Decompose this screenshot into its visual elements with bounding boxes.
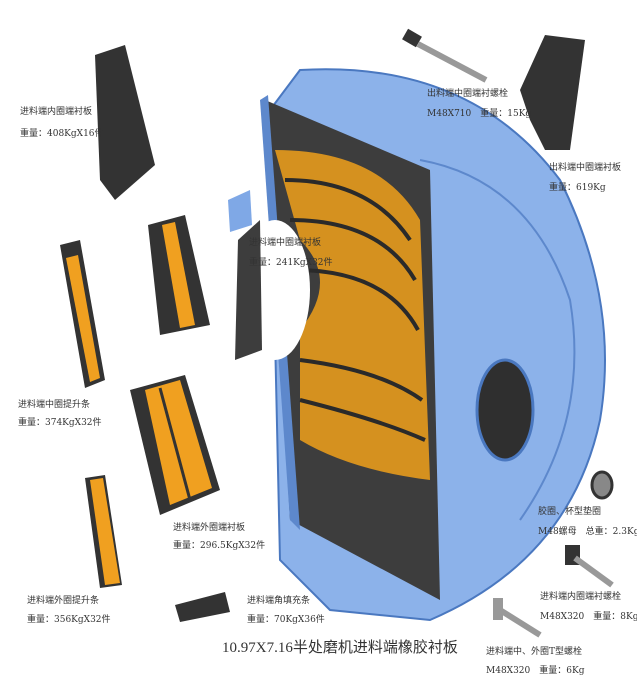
part-spec: M48X710 重量：15Kg [427,109,532,119]
feed-mid-lifter-part [60,240,105,388]
label-feed-inner-bolt: 进料端内圈端衬螺栓 M48X320 重量：8Kg [540,591,637,623]
label-feed-t-bolt: 进料端中、外圈T型螺栓 M48X320 重量：6Kg [486,646,584,677]
part-name: 进料端中圈提升条 [18,400,91,410]
rubber-washer-part [590,470,614,500]
label-feed-outer-plate: 进料端外圈端衬板重量：296.5KgX32件 [173,522,265,552]
label-discharge-mid-plate: 出料端中圈端衬板重量：619Kg [549,162,621,194]
part-name: 出料端中圈端衬螺栓 [427,89,509,99]
label-feed-outer-lifter: 进料端外圈提升条重量：356KgX32件 [27,595,111,626]
part-name: 胶圈、杯型垫圈 [538,507,602,517]
part-name: 进料端内圈端衬板 [20,107,93,117]
part-spec: 重量：296.5KgX32件 [173,541,266,551]
diagram-title: 10.97X7.16半处磨机进料端橡胶衬板 [222,640,458,656]
part-spec: 重量：619Kg [549,183,606,193]
part-spec: M48X320 重量：8Kg [540,612,637,622]
feed-end-liner-assembly [228,95,440,600]
part-name: 进料端外圈端衬板 [173,523,246,533]
feed-inner-plate-part [95,45,155,200]
label-feed-inner-plate: 进料端内圈端衬板重量：408KgX16件 [20,106,104,140]
part-name: 进料端中圈端衬板 [249,238,322,248]
discharge-mid-plate-part [520,35,585,150]
part-spec: 重量：374KgX32件 [18,418,102,428]
part-spec: 重量：70KgX36件 [247,615,325,625]
part-name: 进料端角填充条 [247,596,311,606]
part-spec: 重量：241KgX32件 [249,258,333,268]
part-spec: 重量：356KgX32件 [27,615,111,625]
label-feed-mid-lifter: 进料端中圈提升条重量：374KgX32件 [18,399,102,429]
label-feed-corner-filler: 进料端角填充条重量：70KgX36件 [247,595,325,626]
label-discharge-mid-bolt: 出料端中圈端衬螺栓 M48X710 重量：15Kg [427,88,531,120]
part-name: 进料端中、外圈T型螺栓 [486,647,583,657]
feed-outer-lifter-part [85,475,122,588]
feed-t-bolt-part [493,598,542,638]
part-name: 出料端中圈端衬板 [549,163,622,173]
part-name: 进料端外圈提升条 [27,596,100,606]
label-feed-mid-plate: 进料端中圈端衬板重量：241KgX32件 [249,237,333,269]
feed-outer-plate-part [130,375,220,515]
part-spec: M48X320 重量：6Kg [486,666,585,676]
discharge-mid-bolt-part [402,28,488,83]
part-spec: M48螺母 总重：2.3Kg [538,527,637,537]
label-rubber-washer: 胶圈、杯型垫圈 M48螺母 总重：2.3Kg [538,506,637,538]
part-name: 进料端内圈端衬螺栓 [540,592,622,602]
part-spec: 重量：408KgX16件 [20,129,104,139]
feed-corner-filler-part [175,592,230,622]
feed-mid-plate-part [148,215,210,335]
feed-inner-bolt-part [565,545,614,588]
